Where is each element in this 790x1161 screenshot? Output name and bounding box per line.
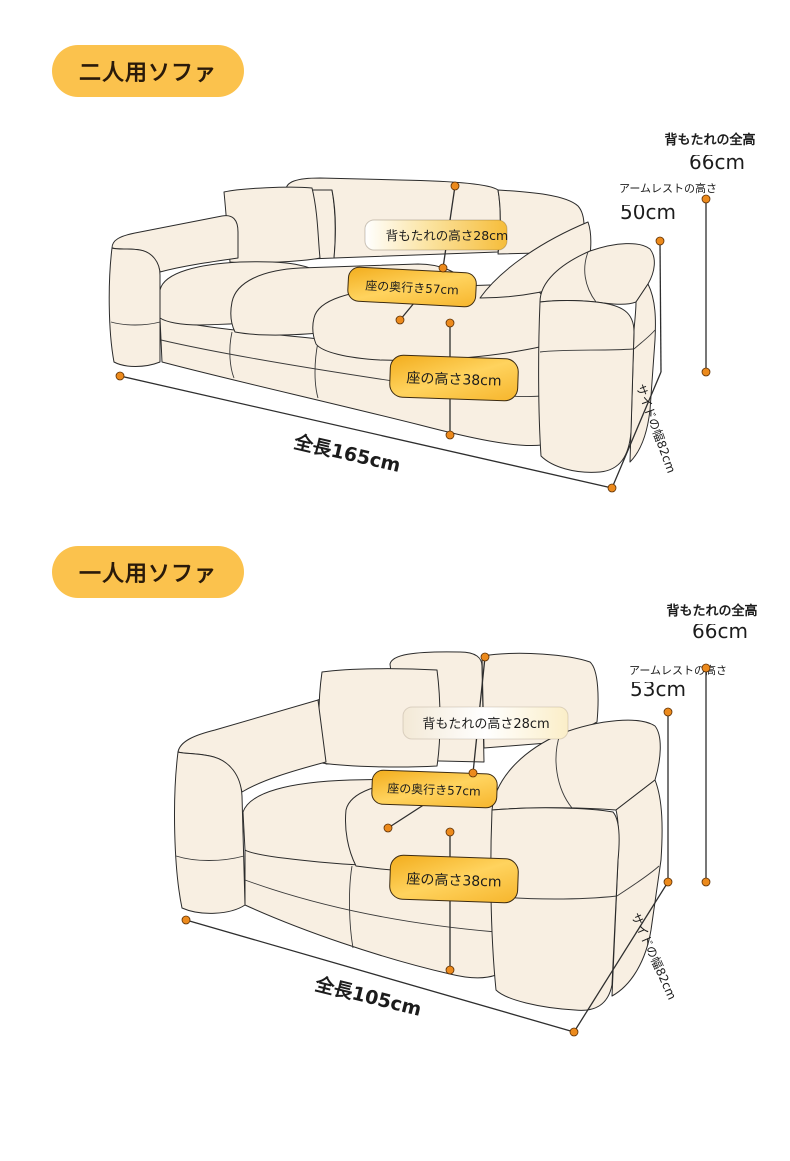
two-seater-dimension-dots bbox=[115, 181, 711, 493]
dimension-dot bbox=[181, 915, 191, 925]
seat-height-text: 座の高さ38cm bbox=[406, 870, 502, 890]
back-total-height-title: 背もたれの全高 bbox=[664, 132, 755, 148]
dimension-dot bbox=[468, 768, 478, 778]
right-arm-side bbox=[629, 283, 656, 463]
two-seater-sofa-drawing bbox=[108, 177, 656, 473]
dimension-dot bbox=[569, 1027, 579, 1037]
seat-front-seam bbox=[244, 879, 497, 933]
dimension-dot bbox=[115, 371, 125, 381]
back-height-text: 背もたれの高さ28cm bbox=[386, 228, 508, 243]
dimension-dot bbox=[480, 652, 490, 662]
section-title-two-seater: 二人用ソファ bbox=[52, 45, 244, 97]
armrest-height-title: アームレストの高さ bbox=[619, 181, 717, 195]
dimension-dot bbox=[663, 707, 673, 717]
seat-height-label: 座の高さ38cm bbox=[389, 854, 519, 904]
seat-height-label: 座の高さ38cm bbox=[389, 354, 519, 402]
armrest-height-value: 50cm bbox=[620, 200, 676, 224]
dimension-dot bbox=[383, 823, 393, 833]
right-arm-front bbox=[490, 807, 620, 1011]
arm-top-seam bbox=[584, 251, 597, 303]
dimension-dot bbox=[701, 194, 711, 204]
overall-length-text: 全長105cm bbox=[312, 972, 424, 1021]
side-width-line bbox=[611, 371, 662, 489]
seat-height-label-bg bbox=[389, 354, 519, 402]
dimension-dot bbox=[607, 483, 617, 493]
dimension-dot bbox=[655, 236, 665, 246]
arm-seam bbox=[110, 321, 161, 326]
back-total-height-value: 66cm bbox=[692, 619, 748, 643]
arm-front-seam bbox=[539, 348, 634, 353]
seat-height-text: 座の高さ38cm bbox=[406, 369, 502, 389]
seat-depth-label-bg bbox=[371, 769, 498, 809]
arm-seam bbox=[175, 855, 245, 861]
back-total-height-value: 66cm bbox=[689, 150, 745, 174]
overall-length-line bbox=[119, 375, 613, 489]
seat-depth-label-bg bbox=[347, 266, 477, 308]
dimension-dot bbox=[438, 263, 448, 273]
seat-depth-label: 座の奥行き57cm bbox=[371, 769, 498, 809]
seat-depth-text: 座の奥行き57cm bbox=[365, 278, 459, 298]
one-seater-sofa-drawing bbox=[174, 651, 663, 1011]
armrest-height-title: アームレストの高さ bbox=[629, 663, 727, 677]
armrest-height-value: 53cm bbox=[630, 677, 686, 701]
left-arm-front bbox=[108, 247, 161, 367]
dimension-dot bbox=[445, 430, 455, 440]
seat-front-divider bbox=[314, 341, 319, 399]
side-width-line bbox=[573, 881, 669, 1033]
one-seater-dimension-dots bbox=[181, 652, 711, 1037]
left-arm-front bbox=[174, 751, 246, 914]
dimension-dot bbox=[445, 318, 455, 328]
arm-top-seam bbox=[555, 733, 573, 809]
back-height-label-bg bbox=[364, 219, 508, 251]
arm-side-seam bbox=[633, 329, 656, 350]
section-title-text: 二人用ソファ bbox=[78, 61, 217, 86]
back-height-text: 背もたれの高さ28cm bbox=[422, 716, 549, 732]
seat-front-divider bbox=[229, 331, 235, 379]
dimension-dot bbox=[701, 877, 711, 887]
dimension-dot bbox=[395, 315, 405, 325]
section-title-text: 一人用ソファ bbox=[78, 562, 217, 587]
right-arm-front bbox=[538, 300, 635, 473]
section-title-one-seater: 一人用ソファ bbox=[52, 546, 244, 598]
dimension-dot bbox=[445, 965, 455, 975]
dimension-dot bbox=[663, 877, 673, 887]
seat-depth-label: 座の奥行き57cm bbox=[347, 266, 477, 308]
seat-front-divider bbox=[349, 865, 354, 949]
dimension-dot bbox=[701, 663, 711, 673]
dimension-dot bbox=[450, 181, 460, 191]
armrest-height-line bbox=[659, 240, 662, 373]
back-height-label-bg bbox=[402, 706, 569, 740]
back-height-label: 背もたれの高さ28cm bbox=[364, 219, 508, 251]
dimension-dot bbox=[701, 367, 711, 377]
back-total-height-title: 背もたれの全高 bbox=[666, 603, 757, 619]
arm-side-seam bbox=[616, 865, 660, 897]
seat-height-label-bg bbox=[389, 854, 519, 904]
seat-depth-text: 座の奥行き57cm bbox=[387, 780, 481, 798]
overall-length-line bbox=[185, 919, 575, 1033]
back-height-label: 背もたれの高さ28cm bbox=[402, 706, 569, 740]
dimension-dot bbox=[445, 827, 455, 837]
